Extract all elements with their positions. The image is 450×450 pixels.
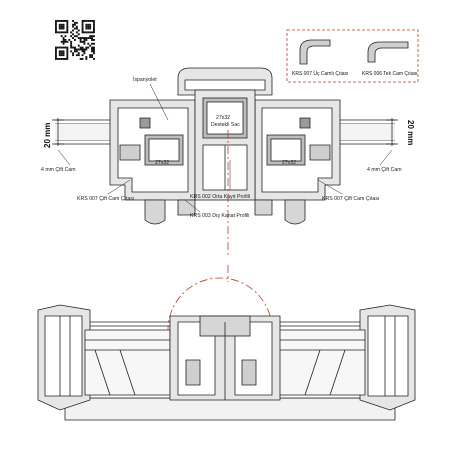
right-roller-feet bbox=[254, 199, 306, 225]
inset-label-1: KRS 007 Üç Camlı Çıtası bbox=[292, 70, 348, 77]
right-reinforcement-label: 27x32 bbox=[282, 160, 296, 166]
mullion-label: KRS 002 Orta Kayıt Profili bbox=[190, 194, 250, 200]
left-bead-label: KRS 007 Çift Cam Çıtası bbox=[77, 196, 134, 202]
bottom-sill bbox=[64, 397, 396, 421]
single-glass-bead-shape bbox=[367, 41, 409, 63]
left-reinforcement-label: 27x32 bbox=[155, 160, 169, 166]
right-dimension-label: 20 mm bbox=[406, 120, 415, 145]
right-bead-label: KRS 007 Çift Cam Çıtası bbox=[322, 196, 379, 202]
center-reinforcement-caption: Destekli Sac bbox=[211, 122, 240, 128]
sash-label: KRS 003 Dış Kanat Profili bbox=[190, 213, 249, 219]
left-roller bbox=[185, 359, 201, 386]
left-dimension-label: 20 mm bbox=[43, 123, 52, 148]
right-glass-label: 4 mm Çift Cam bbox=[367, 167, 402, 173]
right-dimension bbox=[386, 118, 398, 146]
right-roller bbox=[241, 359, 257, 386]
left-glass-label: 4 mm Çift Cam bbox=[41, 167, 76, 173]
cross-section-detail bbox=[55, 67, 395, 225]
triple-glass-bead-shape bbox=[299, 39, 331, 65]
qr-code-icon bbox=[55, 20, 95, 60]
perspective-window bbox=[37, 304, 416, 421]
left-roller-feet bbox=[144, 199, 196, 225]
bead-profiles-inset: KRS 007 Üç Camlı Çıtası KRS 006 Tek Cam … bbox=[286, 29, 419, 83]
leader-lines bbox=[57, 83, 393, 213]
center-reinforcement-size: 27x32 bbox=[216, 115, 230, 121]
left-dimension bbox=[52, 118, 64, 146]
inset-label-2: KRS 006 Tek Cam Çıtası bbox=[362, 71, 418, 77]
espagnolette-label: İspanyolet bbox=[133, 76, 157, 83]
